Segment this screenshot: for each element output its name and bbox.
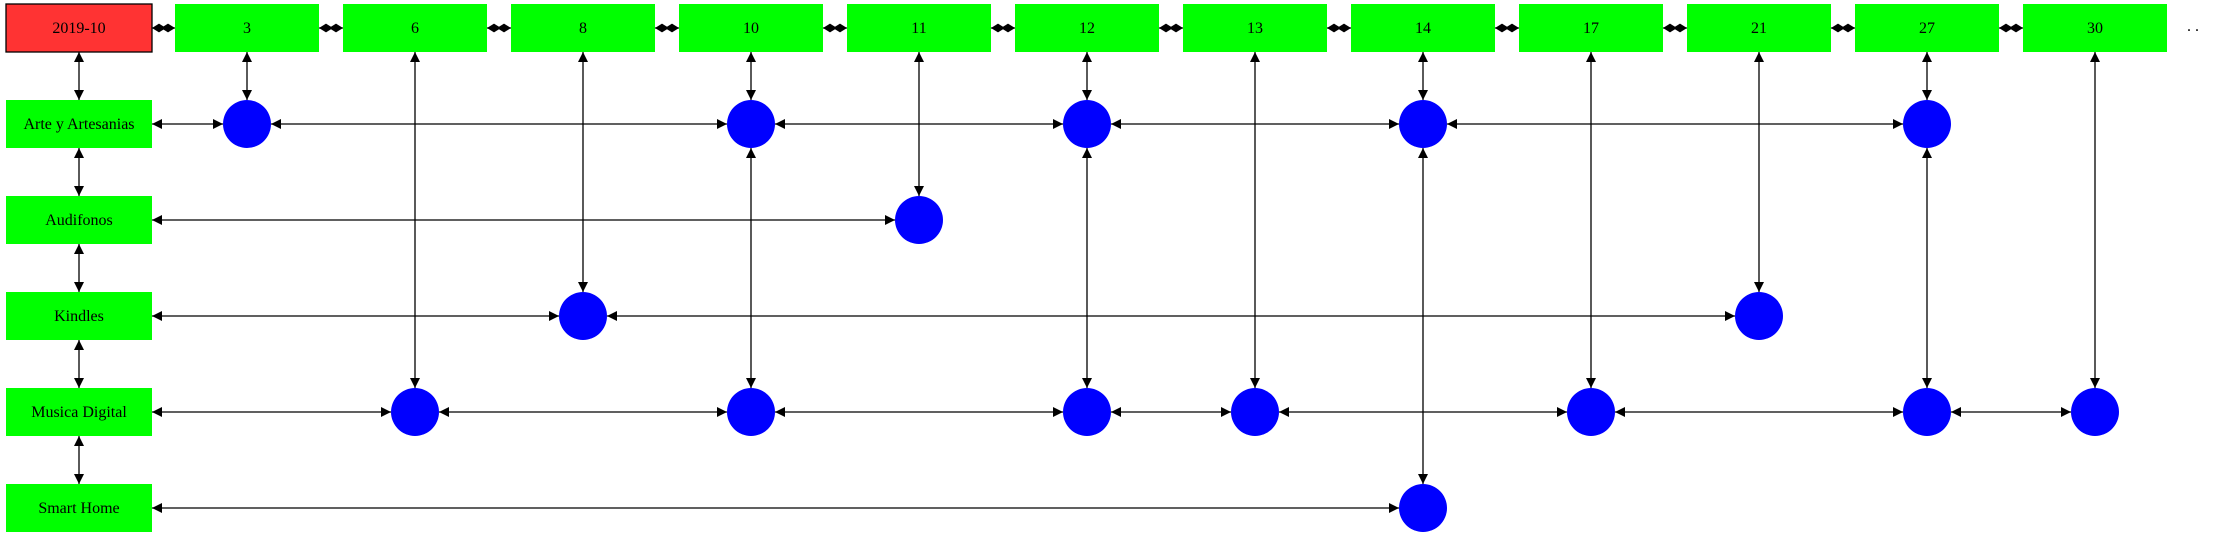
category-node-arte-y-artesanias: Arte y Artesanias — [6, 100, 152, 148]
event-dot-musica-digital-day-30 — [2071, 388, 2119, 436]
category-node-audifonos: Audifonos — [6, 196, 152, 244]
event-dot-arte-y-artesanias-day-27 — [1903, 100, 1951, 148]
event-dot-musica-digital-day-17 — [1567, 388, 1615, 436]
day-node-6: 6 — [343, 4, 487, 52]
day-node-8-label: 8 — [579, 20, 587, 37]
category-node-kindles: Kindles — [6, 292, 152, 340]
day-node-17: 17 — [1519, 4, 1663, 52]
day-node-30-label: 30 — [2087, 20, 2103, 37]
category-node-musica-digital-label: Musica Digital — [31, 404, 127, 421]
event-dot-musica-digital-day-27 — [1903, 388, 1951, 436]
day-node-6-label: 6 — [411, 20, 419, 37]
day-node-14-label: 14 — [1415, 20, 1431, 37]
category-node-kindles-box — [6, 292, 152, 340]
day-node-12: 12 — [1015, 4, 1159, 52]
day-node-3-label: 3 — [243, 20, 251, 37]
category-node-audifonos-box — [6, 196, 152, 244]
day-node-17-box — [1519, 4, 1663, 52]
day-node-11: 11 — [847, 4, 991, 52]
more-ellipsis: . . — [2187, 18, 2199, 35]
month-header-node-label: 2019-10 — [52, 20, 105, 37]
day-node-13-box — [1183, 4, 1327, 52]
day-node-6-box — [343, 4, 487, 52]
day-node-21-box — [1687, 4, 1831, 52]
day-node-10-box — [679, 4, 823, 52]
day-node-14-box — [1351, 4, 1495, 52]
event-dot-arte-y-artesanias-day-14 — [1399, 100, 1447, 148]
category-node-musica-digital: Musica Digital — [6, 388, 152, 436]
event-dot-smart-home-day-14 — [1399, 484, 1447, 532]
day-node-21-label: 21 — [1751, 20, 1767, 37]
category-node-arte-y-artesanias-box — [6, 100, 152, 148]
day-node-10-label: 10 — [743, 20, 759, 37]
event-dot-audifonos-day-11 — [895, 196, 943, 244]
month-header-node: 2019-10 — [5, 3, 153, 53]
event-dot-arte-y-artesanias-day-10 — [727, 100, 775, 148]
category-node-arte-y-artesanias-label: Arte y Artesanias — [23, 116, 134, 133]
day-node-27: 27 — [1855, 4, 1999, 52]
day-node-10: 10 — [679, 4, 823, 52]
event-dot-musica-digital-day-13 — [1231, 388, 1279, 436]
day-node-8: 8 — [511, 4, 655, 52]
event-dot-arte-y-artesanias-day-12 — [1063, 100, 1111, 148]
category-node-kindles-label: Kindles — [54, 308, 104, 325]
day-node-21: 21 — [1687, 4, 1831, 52]
day-node-27-box — [1855, 4, 1999, 52]
day-node-30-box — [2023, 4, 2167, 52]
event-dot-musica-digital-day-10 — [727, 388, 775, 436]
day-node-27-label: 27 — [1919, 20, 1935, 37]
day-node-8-box — [511, 4, 655, 52]
day-node-17-label: 17 — [1583, 20, 1599, 37]
day-node-30: 30 — [2023, 4, 2167, 52]
day-node-12-label: 12 — [1079, 20, 1095, 37]
event-dot-arte-y-artesanias-day-3 — [223, 100, 271, 148]
event-dot-musica-digital-day-6 — [391, 388, 439, 436]
event-dot-kindles-day-21 — [1735, 292, 1783, 340]
day-node-13: 13 — [1183, 4, 1327, 52]
day-node-11-label: 11 — [911, 20, 926, 37]
category-node-audifonos-label: Audifonos — [45, 212, 113, 229]
day-node-12-box — [1015, 4, 1159, 52]
event-dot-musica-digital-day-12 — [1063, 388, 1111, 436]
category-node-smart-home: Smart Home — [6, 484, 152, 532]
category-node-smart-home-box — [6, 484, 152, 532]
event-dot-kindles-day-8 — [559, 292, 607, 340]
day-node-3: 3 — [175, 4, 319, 52]
category-node-smart-home-label: Smart Home — [38, 500, 119, 517]
day-node-11-box — [847, 4, 991, 52]
day-node-14: 14 — [1351, 4, 1495, 52]
edges-layer — [74, 23, 2100, 513]
day-node-13-label: 13 — [1247, 20, 1263, 37]
category-node-musica-digital-box — [6, 388, 152, 436]
day-node-3-box — [175, 4, 319, 52]
month-header-node-box — [5, 3, 153, 53]
